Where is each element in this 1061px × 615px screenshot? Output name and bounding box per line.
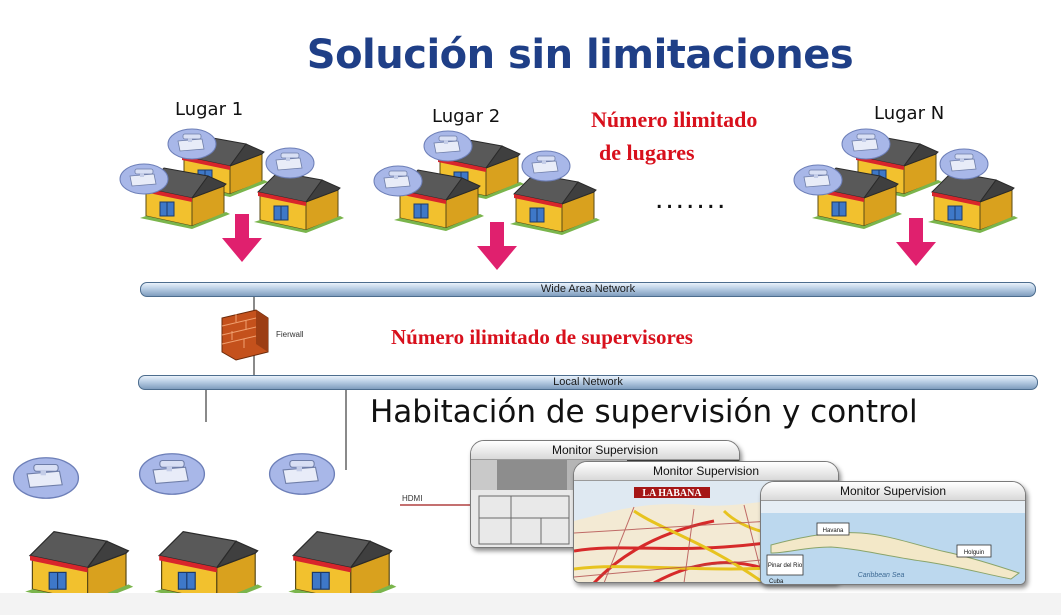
site-1-cluster (119, 128, 345, 234)
site-n-cluster (793, 128, 1019, 234)
unlimited-supervisors-note: Número ilimitado de supervisores (391, 325, 693, 349)
camera-icon (841, 128, 891, 160)
firewall-label: Fierwall (276, 330, 304, 339)
unlimited-sites-note-line2: de lugares (599, 140, 695, 165)
monitor-3-country-map: Havana Pinar del Rio Holguin Caribbean S… (761, 501, 1025, 585)
place-caribbean-sea: Caribbean Sea (858, 572, 905, 579)
firewall-icon (221, 309, 269, 361)
local-network-bar: Local Network (138, 375, 1038, 390)
monitor-2-title: Monitor Supervision (574, 462, 838, 481)
camera-icon (939, 148, 989, 180)
control-room-label: Habitación de supervisión y control (370, 394, 918, 430)
camera-icon (167, 128, 217, 160)
place-havana: Havana (823, 528, 844, 534)
wan-label: Wide Area Network (540, 283, 636, 295)
monitor-3-title: Monitor Supervision (761, 482, 1025, 501)
monitor-3: Monitor Supervision Havana Pinar del Rio… (760, 481, 1026, 585)
hdmi-label: HDMI (402, 494, 423, 503)
monitor-2-banner: LA HABANA (642, 488, 702, 499)
camera-icon (423, 130, 473, 162)
wide-area-network-bar: Wide Area Network (140, 282, 1036, 297)
place-pinar-del-rio: Pinar del Rio (768, 563, 803, 569)
site-label-n: Lugar N (874, 103, 945, 124)
camera-icon (268, 453, 336, 495)
place-cuba: Cuba (769, 579, 784, 585)
house-icon (927, 171, 1019, 234)
lan-label: Local Network (553, 376, 623, 388)
site-2-cluster (373, 130, 601, 236)
house-icon (509, 173, 601, 236)
camera-icon (265, 147, 315, 179)
camera-icon (521, 150, 571, 182)
camera-icon (373, 165, 423, 197)
diagram-title: Solución sin limitaciones (306, 32, 854, 78)
unlimited-sites-note-line1: Número ilimitado (591, 107, 758, 132)
arrow-down-icon (477, 222, 517, 270)
house-icon (253, 171, 345, 234)
arrow-down-icon (896, 218, 936, 266)
arrow-down-icon (222, 214, 262, 262)
local-cluster (12, 453, 398, 606)
site-label-1: Lugar 1 (175, 99, 244, 120)
footer-band (0, 593, 1061, 615)
monitor-1-title: Monitor Supervision (471, 441, 739, 460)
place-holguin: Holguin (964, 550, 984, 556)
camera-icon (793, 164, 843, 196)
camera-icon (12, 457, 80, 499)
camera-icon (119, 163, 169, 195)
site-label-2: Lugar 2 (432, 106, 501, 127)
more-sites-ellipsis: ....... (655, 182, 728, 215)
camera-icon (138, 453, 206, 495)
